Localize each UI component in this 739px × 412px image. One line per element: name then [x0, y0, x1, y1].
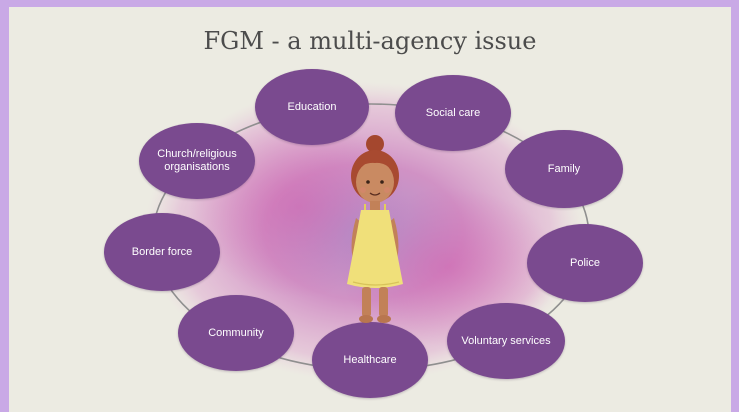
node-label: Social care [425, 106, 481, 119]
node-label: Family [547, 162, 581, 175]
node-label: Church/religious organisations [157, 148, 237, 173]
node-social-care: Social care [395, 75, 511, 151]
node-label: Community [208, 326, 264, 339]
node-label: Education [287, 100, 337, 113]
node-label: Border force [131, 245, 193, 258]
slide: FGM - a multi-agency issue Education Soc… [9, 7, 731, 412]
node-education: Education [255, 69, 369, 145]
node-police: Police [527, 224, 643, 302]
node-community: Community [178, 295, 294, 371]
node-family: Family [505, 130, 623, 208]
node-church-religious-organisations: Church/religious organisations [139, 123, 255, 199]
node-border-force: Border force [104, 213, 220, 291]
node-voluntary-services: Voluntary services [447, 303, 565, 379]
node-label: Voluntary services [461, 334, 551, 347]
girl-illustration [347, 135, 403, 323]
node-label: Healthcare [343, 353, 397, 366]
node-label: Police [570, 256, 600, 269]
node-healthcare: Healthcare [312, 322, 428, 398]
slide-title: FGM - a multi-agency issue [203, 27, 537, 55]
